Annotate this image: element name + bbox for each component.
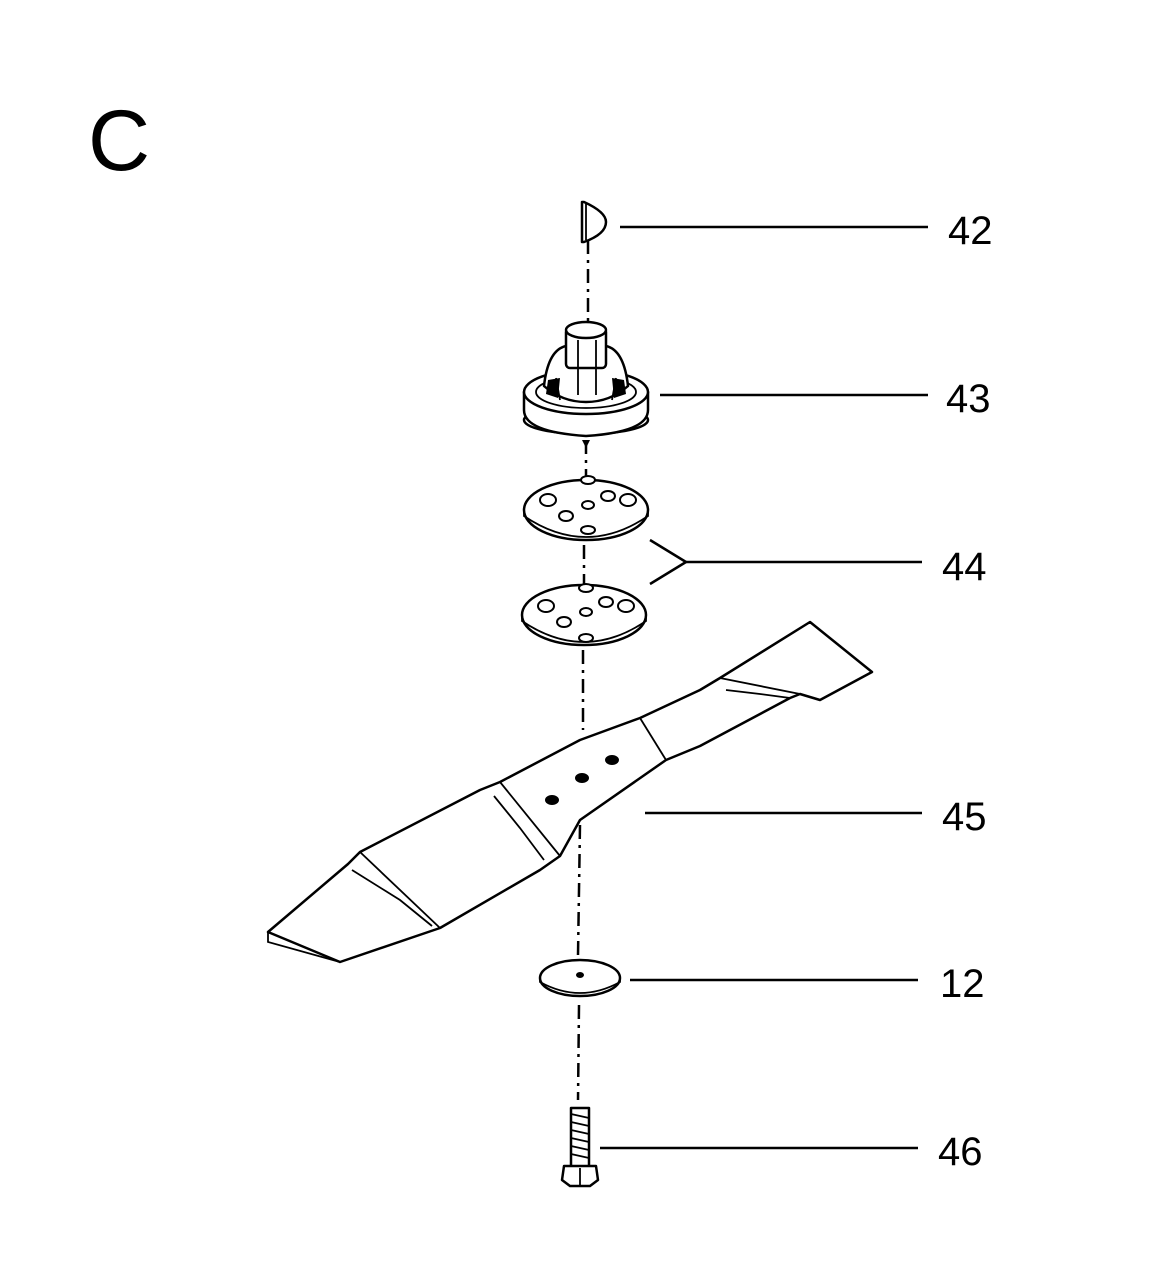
part-46-bolt (560, 1106, 600, 1188)
part-44-plate-lower (520, 583, 648, 647)
callout-45: 45 (942, 795, 987, 839)
part-44-plate-upper (522, 475, 650, 542)
callout-43: 43 (946, 377, 991, 421)
part-12-washer (538, 958, 622, 998)
callout-42: 42 (948, 209, 993, 253)
callout-12: 12 (940, 962, 985, 1006)
callout-46: 46 (938, 1130, 983, 1174)
part-45-blade (266, 620, 874, 964)
section-letter: C (88, 93, 150, 189)
part-42-key (580, 200, 608, 244)
callout-44: 44 (942, 545, 987, 589)
assembly-axis (576, 240, 590, 1101)
part-43-blade-adapter (522, 320, 650, 448)
leader-lines (600, 225, 928, 1150)
